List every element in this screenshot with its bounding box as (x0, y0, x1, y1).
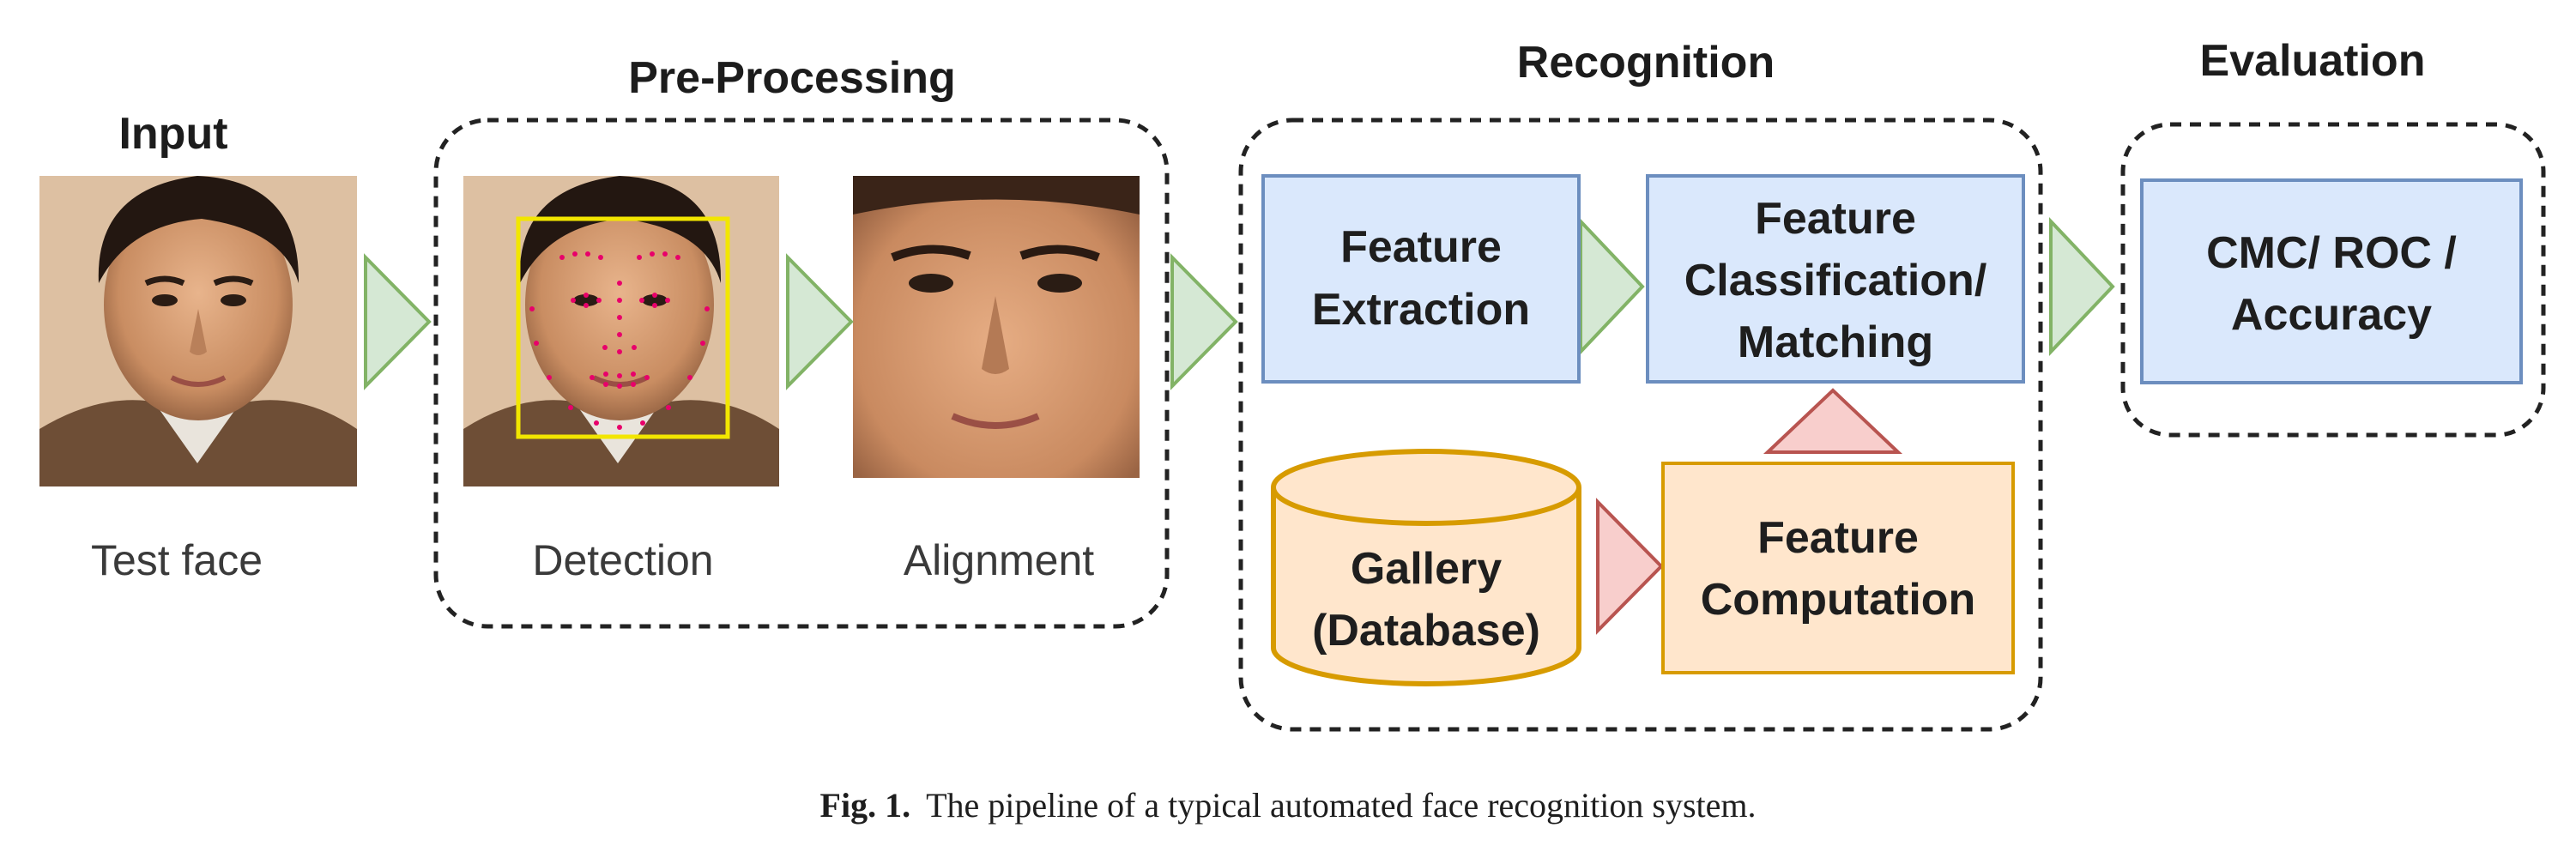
alignment-face-image (853, 176, 1140, 478)
preprocessing-group (433, 118, 1170, 629)
evaluation-metrics-line-1: CMC/ ROC / (2206, 228, 2457, 278)
feature-computation-line-2: Computation (1701, 575, 1976, 625)
input-face-image (39, 176, 357, 486)
figure-caption-label: Fig. 1. (819, 786, 911, 825)
section-title-input: Input (118, 109, 227, 159)
evaluation-metrics-box (2140, 178, 2523, 384)
feature-classification-box (1646, 174, 2025, 384)
arrow-extraction-to-classification (1579, 216, 1645, 357)
detection-landmarks (529, 251, 710, 430)
detection-face-image (463, 176, 779, 486)
feature-classification-line-3: Matching (1738, 317, 1933, 367)
feature-extraction-line-2: Extraction (1312, 285, 1530, 335)
gallery-line-2: (Database) (1312, 606, 1540, 656)
caption-detection: Detection (532, 536, 713, 584)
gallery-database-cylinder (1271, 449, 1581, 686)
evaluation-group (2120, 122, 2546, 438)
feature-computation-line-1: Feature (1757, 513, 1919, 563)
feature-computation-box (1661, 462, 2015, 674)
figure-caption: Fig. 1. The pipeline of a typical automat… (0, 785, 2576, 825)
section-title-evaluation: Evaluation (2200, 36, 2426, 86)
arrow-input-to-detection (364, 253, 432, 390)
arrow-gallery-to-computation (1596, 498, 1664, 635)
evaluation-metrics-line-2: Accuracy (2231, 290, 2432, 340)
feature-extraction-box (1261, 174, 1581, 384)
gallery-line-1: Gallery (1351, 544, 1502, 594)
figure-caption-text: The pipeline of a typical automated face… (926, 786, 1757, 825)
arrow-recognition-to-evaluation (2049, 216, 2115, 357)
arrow-alignment-to-recognition (1170, 253, 1238, 390)
feature-classification-line-2: Classification/ (1684, 256, 1987, 305)
section-title-recognition: Recognition (1517, 38, 1775, 88)
arrow-computation-to-classification (1763, 388, 1903, 454)
detection-bounding-box (516, 216, 730, 439)
pipeline-diagram: Input Pre-Processing Recognition Evaluat… (39, 36, 2546, 732)
section-title-preprocessing: Pre-Processing (628, 53, 956, 103)
caption-alignment: Alignment (904, 536, 1094, 584)
caption-test-face: Test face (91, 536, 263, 584)
recognition-group (1238, 118, 2043, 732)
feature-classification-line-1: Feature (1755, 194, 1916, 244)
arrow-detection-to-alignment (786, 253, 854, 390)
feature-extraction-line-1: Feature (1340, 222, 1502, 272)
